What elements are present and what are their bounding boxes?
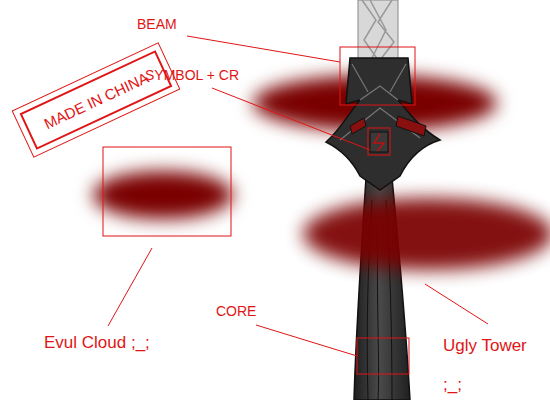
- annotation-box: [340, 47, 415, 105]
- cloud: [303, 198, 550, 270]
- annotation-box: [368, 128, 390, 155]
- annotation-box: [103, 147, 231, 236]
- part-label: CORE: [216, 303, 256, 319]
- leader-line: [425, 284, 488, 324]
- cloud: [93, 171, 233, 219]
- leader-line: [187, 36, 340, 62]
- annotation-box: [357, 338, 409, 374]
- leader-line: [256, 325, 357, 356]
- part-label: SYMBOL + CR: [145, 67, 239, 83]
- part-label: BEAM: [137, 16, 177, 32]
- part-label: Ugly Tower ;_;: [443, 326, 543, 400]
- leader-line: [212, 88, 370, 150]
- stamp-text: MADE IN CHINA: [41, 68, 151, 131]
- stamp-box: MADE IN CHINA: [20, 50, 173, 150]
- part-label: Evul Cloud ;_;: [44, 333, 150, 353]
- leader-line: [108, 248, 152, 326]
- beam: [358, 0, 398, 60]
